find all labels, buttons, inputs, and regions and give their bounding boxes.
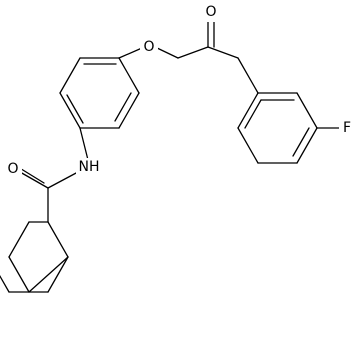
ether-ketone-linker — [118, 19, 239, 59]
central-phenylene-ring — [59, 57, 140, 129]
fluorophenyl-ring — [237, 57, 341, 164]
atom-label-o-ether: O — [143, 39, 154, 55]
amide-linker — [17, 127, 89, 223]
atom-label-o-amide: O — [7, 161, 18, 177]
atom-label-nh: NH — [79, 159, 100, 175]
atom-labels: O O F NH O — [4, 4, 355, 178]
atom-label-o-ketone: O — [205, 4, 216, 20]
toluyl-ring — [0, 221, 69, 293]
atom-label-fluorine: F — [343, 120, 351, 136]
